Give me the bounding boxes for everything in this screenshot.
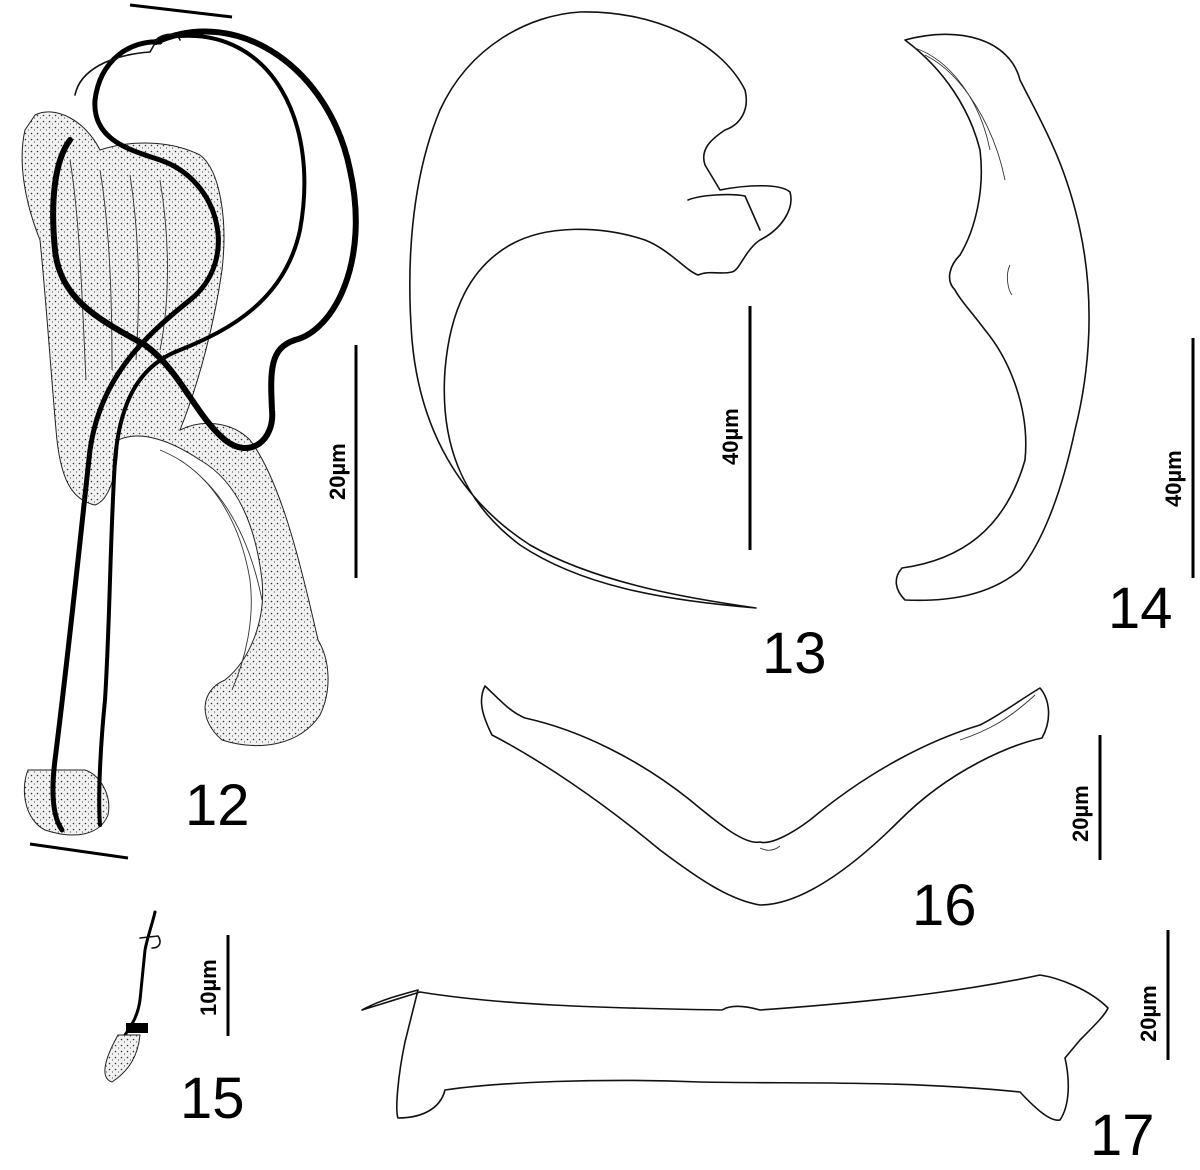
fig12-top-tick: [129, 3, 233, 19]
figure-12-copulatory-organ: 20µm 12: [21, 3, 359, 860]
fig12-scale-label: 20µm: [325, 443, 350, 500]
figure-13-anchor: 40µm 13: [409, 11, 827, 686]
fig17-outline: [361, 974, 1109, 1121]
fig14-outline: [895, 33, 1090, 602]
fig13-scale-label: 40µm: [718, 408, 743, 465]
figure-17-dorsal-bar: 20µm 17: [361, 930, 1170, 1168]
figure-16-ventral-bar: 20µm 16: [480, 685, 1102, 938]
fig14-scale-label: 40µm: [1161, 450, 1186, 507]
fig12-accessory-piece: [21, 111, 329, 836]
figure-15-sclerite: 10µm 15: [104, 910, 245, 1131]
fig12-copulatory-tube: [50, 28, 359, 833]
fig15-scale-label: 10µm: [196, 959, 221, 1016]
figure-14-anchor: 40µm 14: [895, 33, 1195, 641]
fig13-number: 13: [762, 621, 827, 686]
fig17-number: 17: [1090, 1103, 1155, 1168]
fig16-number: 16: [912, 873, 977, 938]
fig14-number: 14: [1108, 576, 1173, 641]
fig12-bottom-tick: [29, 842, 129, 860]
fig17-scale-label: 20µm: [1136, 985, 1161, 1042]
fig16-scale-label: 20µm: [1068, 785, 1093, 842]
fig15-number: 15: [180, 1066, 245, 1131]
fig13-outline: [409, 11, 792, 609]
fig16-outline: [480, 685, 1050, 906]
fig12-number: 12: [185, 773, 250, 838]
